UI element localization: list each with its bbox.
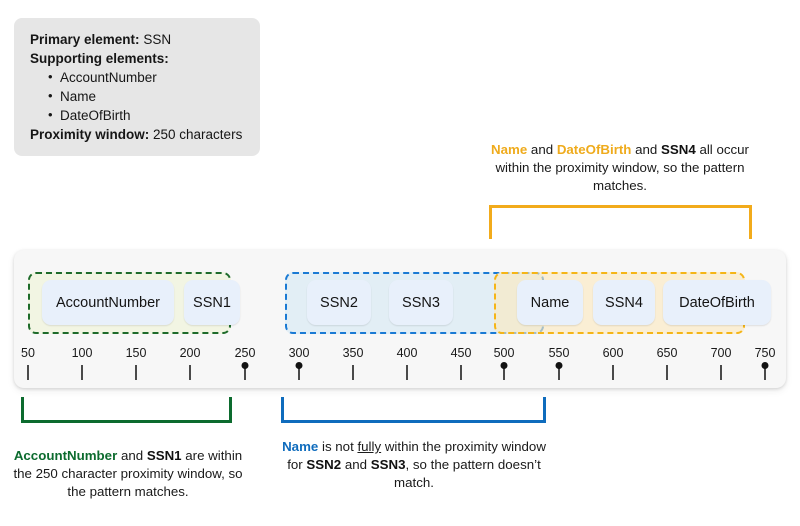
ruler-tick: 50 [8, 346, 48, 380]
token-chip: Name [517, 280, 583, 325]
connector-text: and [117, 448, 147, 463]
ruler-tick: 650 [647, 346, 687, 380]
ruler-tick-label: 700 [710, 346, 732, 360]
annotation-tail: all occur within the proximity window, s… [495, 142, 749, 193]
token-chip: SSN1 [184, 280, 240, 325]
keyword-ssn1: SSN1 [146, 448, 182, 463]
ruler-tick-label: 450 [450, 346, 472, 360]
keyword-accountnumber: AccountNumber [13, 448, 118, 463]
blue-proximity-bracket [281, 397, 546, 423]
ruler-tick-label: 100 [71, 346, 93, 360]
proximity-window-value: 250 characters [149, 127, 243, 142]
ruler-tick: 750 [745, 346, 785, 380]
ruler-tick-label: 200 [179, 346, 201, 360]
ruler-tick-dot [500, 362, 508, 369]
emphasis-fully: fully [357, 439, 382, 454]
ruler-tick-dot [761, 362, 769, 369]
keyword-ssn2: SSN2 [306, 457, 342, 472]
green-caption-text: AccountNumber and SSN1 are within the 25… [6, 447, 250, 501]
proximity-window-label: Proximity window: [30, 127, 150, 142]
ruler-tick-dot [241, 362, 249, 369]
ruler-tick: 450 [441, 346, 481, 380]
supporting-elements-label: Supporting elements: [30, 51, 169, 66]
orange-proximity-bracket [489, 205, 752, 239]
proximity-window-line: Proximity window: 250 characters [30, 125, 246, 144]
ruler-tick: 150 [116, 346, 156, 380]
ruler-tick-mark [135, 365, 137, 380]
token-chip: SSN3 [389, 280, 453, 325]
token-chip: DateOfBirth [663, 280, 771, 325]
caption-tail: , so the pattern doesn’t match. [394, 457, 541, 490]
connector-text: and [631, 142, 662, 157]
ruler-tick-mark [720, 365, 722, 380]
green-proximity-bracket [21, 397, 232, 423]
ruler-tick: 300 [279, 346, 319, 380]
primary-element-line: Primary element: SSN [30, 30, 246, 49]
ruler-tick: 400 [387, 346, 427, 380]
character-position-ruler: 50 100 150 200 250 300 350 400 450 500 550 600 650 70… [14, 346, 786, 388]
connector-text: within the proximity window for [287, 439, 546, 472]
definition-card: Primary element: SSN Supporting elements… [14, 18, 260, 156]
top-annotation-text: Name and DateOfBirth and SSN4 all occur … [474, 141, 766, 195]
connector-text: and [341, 457, 371, 472]
token-chip: SSN2 [307, 280, 371, 325]
ruler-tick: 500 [484, 346, 524, 380]
blue-caption-text: Name is not fully within the proximity w… [278, 438, 550, 492]
ruler-tick: 600 [593, 346, 633, 380]
ruler-tick-mark [555, 362, 563, 380]
ruler-tick-dot [295, 362, 303, 369]
ruler-tick-label: 350 [342, 346, 364, 360]
ruler-tick-label: 600 [602, 346, 624, 360]
supporting-elements-list: AccountNumber Name DateOfBirth [30, 67, 246, 125]
ruler-tick-mark [761, 362, 769, 380]
list-item: Name [48, 86, 246, 106]
token-chip: AccountNumber [42, 280, 174, 325]
ruler-tick-mark [81, 365, 83, 380]
ruler-tick-mark [295, 362, 303, 380]
ruler-tick-mark [189, 365, 191, 380]
keyword-ssn4: SSN4 [661, 142, 696, 157]
ruler-tick-mark [406, 365, 408, 380]
ruler-tick-mark [666, 365, 668, 380]
ruler-tick-mark [27, 365, 29, 380]
ruler-tick-label: 250 [234, 346, 256, 360]
ruler-tick-mark [241, 362, 249, 380]
connector-text: is not [318, 439, 358, 454]
keyword-dateofbirth: DateOfBirth [556, 142, 632, 157]
ruler-tick-label: 150 [125, 346, 147, 360]
list-item: DateOfBirth [48, 105, 246, 125]
ruler-tick-label: 400 [396, 346, 418, 360]
ruler-tick: 700 [701, 346, 741, 380]
ruler-tick-dot [555, 362, 563, 369]
list-item: AccountNumber [48, 67, 246, 87]
connector-text: and [527, 142, 557, 157]
caption-tail: are within the 250 character proximity w… [13, 448, 243, 499]
ruler-tick-label: 50 [21, 346, 35, 360]
ruler-tick-label: 300 [288, 346, 310, 360]
keyword-name: Name [491, 142, 528, 157]
keyword-name: Name [282, 439, 319, 454]
token-chip: SSN4 [593, 280, 655, 325]
ruler-tick-mark [500, 362, 508, 380]
primary-element-value: SSN [139, 32, 172, 47]
ruler-tick-label: 500 [493, 346, 515, 360]
ruler-tick-label: 650 [656, 346, 678, 360]
ruler-tick: 200 [170, 346, 210, 380]
ruler-tick-mark [612, 365, 614, 380]
ruler-tick: 350 [333, 346, 373, 380]
ruler-tick-mark [352, 365, 354, 380]
primary-element-label: Primary element: [30, 32, 140, 47]
ruler-tick: 250 [225, 346, 265, 380]
ruler-tick: 100 [62, 346, 102, 380]
ruler-tick-mark [460, 365, 462, 380]
keyword-ssn3: SSN3 [370, 457, 406, 472]
ruler-tick-label: 550 [548, 346, 570, 360]
ruler-tick: 550 [539, 346, 579, 380]
ruler-tick-label: 750 [754, 346, 776, 360]
